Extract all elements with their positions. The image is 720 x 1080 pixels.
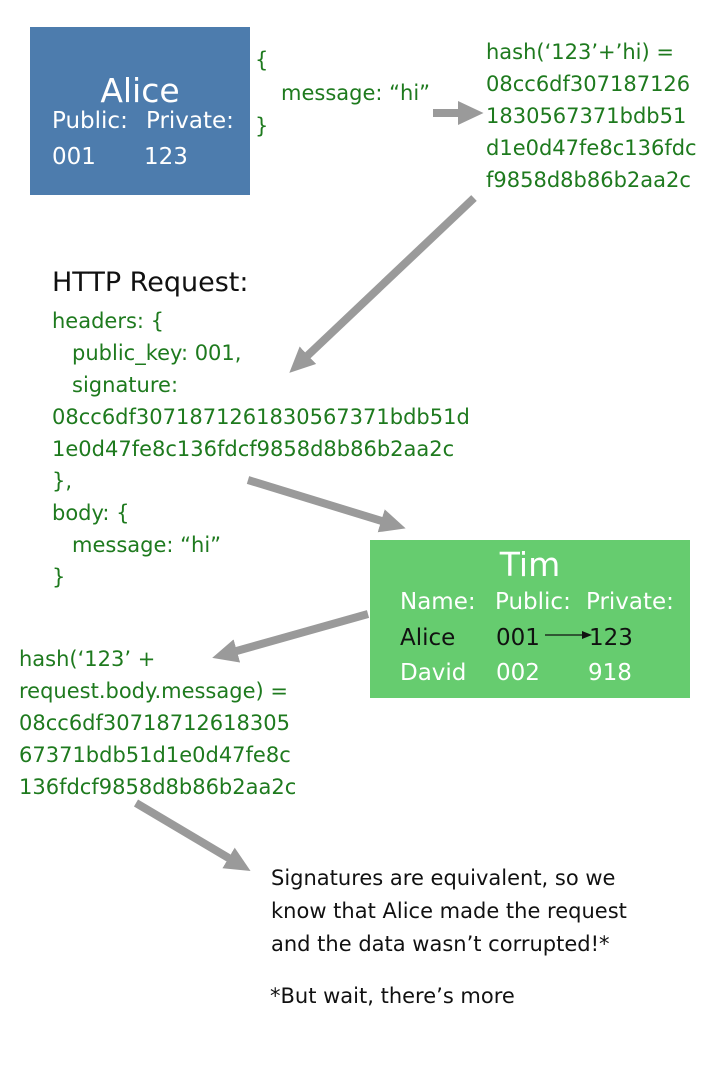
request-line: } xyxy=(52,565,66,589)
conclusion-line: Signatures are equivalent, so we xyxy=(271,866,616,890)
http-request-title: HTTP Request: xyxy=(52,267,249,298)
lookup-arrow-icon xyxy=(545,631,592,639)
request-line: 08cc6df3071871261830567371bdb51d xyxy=(52,405,470,429)
hash-top-line: hash(‘123’+’hi) = xyxy=(486,40,674,64)
hash-bottom-line: 67371bdb51d1e0d47fe8c xyxy=(19,743,291,767)
tim-header-private: Private: xyxy=(586,589,674,615)
tim-key-box: Tim Name: Public: Private: Alice 001 123… xyxy=(370,540,690,698)
hash-bottom-line: 136fdcf9858d8b86b2aa2c xyxy=(19,775,297,799)
tim-name: Tim xyxy=(499,545,561,584)
hash-top-line: d1e0d47fe8c136fdc xyxy=(486,136,697,160)
tim-row-alice-private: 123 xyxy=(589,625,633,651)
hash-bottom-line: request.body.message) = xyxy=(19,679,288,703)
message-object-line: message: “hi” xyxy=(281,81,431,105)
tim-header-public: Public: xyxy=(495,589,571,615)
request-line: }, xyxy=(52,469,73,493)
request-line: signature: xyxy=(52,373,179,397)
hash-top-line: f9858d8b86b2aa2c xyxy=(486,168,691,192)
tim-row-alice-public: 001 xyxy=(496,625,540,651)
conclusion-line: and the data wasn’t corrupted!* xyxy=(271,932,610,956)
arrow-request-to-tim xyxy=(246,476,406,533)
alice-private-value: 123 xyxy=(144,144,188,170)
arrow-tim-to-hash xyxy=(212,610,370,663)
tim-row-david-private: 918 xyxy=(588,660,632,686)
hash-bottom-block: hash(‘123’ + request.body.message) = 08c… xyxy=(19,643,296,803)
hash-bottom-line: 08cc6df30718712618305 xyxy=(19,711,290,735)
alice-key-box: Alice Public: Private: 001 123 xyxy=(30,27,250,195)
request-line: body: { xyxy=(52,501,130,525)
alice-public-value: 001 xyxy=(52,144,96,170)
hash-top-block: hash(‘123’+’hi) = 08cc6df307187126 18305… xyxy=(486,36,697,196)
tim-row-alice-name: Alice xyxy=(400,625,456,651)
hash-top-line: 08cc6df307187126 xyxy=(486,72,691,96)
footnote: *But wait, there’s more xyxy=(270,984,515,1008)
hash-top-line: 1830567371bdb51 xyxy=(486,104,687,128)
tim-row-david-name: David xyxy=(400,660,467,686)
arrow-hash-to-request xyxy=(289,195,477,373)
message-object-open: { xyxy=(255,48,269,72)
request-line: headers: { xyxy=(52,309,165,333)
tim-header-name: Name: xyxy=(400,589,476,615)
tim-row-david-public: 002 xyxy=(496,660,540,686)
request-line: message: “hi” xyxy=(52,533,222,557)
request-line: 1e0d47fe8c136fdcf9858d8b86b2aa2c xyxy=(52,437,455,461)
hash-bottom-line: hash(‘123’ + xyxy=(19,647,156,671)
conclusion-line: know that Alice made the request xyxy=(271,899,627,923)
message-object-close: } xyxy=(255,114,269,138)
alice-name: Alice xyxy=(100,71,180,110)
conclusion-text: Signatures are equivalent, so we know th… xyxy=(271,862,627,961)
alice-private-label: Private: xyxy=(146,108,234,134)
request-line: public_key: 001, xyxy=(52,341,242,365)
arrow-hash-to-conclusion xyxy=(133,799,251,872)
alice-public-label: Public: xyxy=(52,108,128,134)
http-request-body: headers: { public_key: 001, signature: 0… xyxy=(52,305,470,593)
